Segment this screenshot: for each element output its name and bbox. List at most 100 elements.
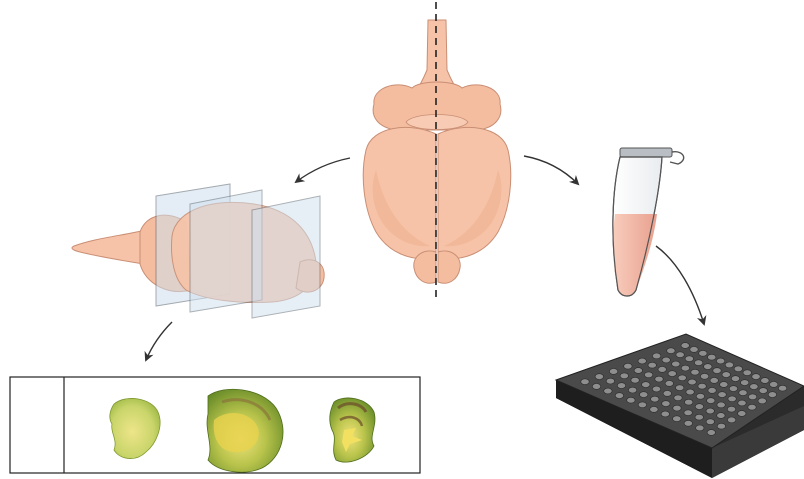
plate-well	[728, 396, 736, 402]
plate-well	[644, 372, 652, 378]
arrow-brain-to-tube	[524, 156, 578, 184]
arrow-sections-to-slide	[146, 322, 172, 360]
plate-well	[748, 394, 756, 400]
plate-well	[718, 392, 726, 398]
plate-well	[609, 369, 617, 375]
plate-well	[706, 408, 714, 414]
plate-well	[631, 377, 639, 383]
plate-well	[727, 417, 735, 423]
plate-well	[695, 414, 703, 420]
plate-well	[684, 420, 692, 426]
plate-well	[686, 389, 694, 395]
plate-well	[691, 369, 699, 375]
plate-well	[725, 362, 733, 368]
plate-well	[581, 379, 589, 385]
brain-sections-icon	[72, 184, 324, 318]
plate-well	[617, 383, 625, 389]
plate-well	[768, 392, 776, 398]
plate-well	[648, 362, 656, 368]
plate-well	[694, 360, 702, 366]
plate-well	[713, 368, 721, 374]
96-well-plate-icon	[556, 334, 804, 478]
plate-well	[628, 387, 636, 393]
plate-well	[696, 425, 704, 431]
plate-well	[655, 376, 663, 382]
plate-well	[638, 402, 646, 408]
plate-well	[708, 388, 716, 394]
plate-well	[650, 407, 658, 413]
plate-well	[684, 410, 692, 416]
plate-well	[707, 398, 715, 404]
plate-well	[652, 386, 660, 392]
plate-well	[685, 399, 693, 405]
plate-well	[663, 391, 671, 397]
plate-well	[676, 352, 684, 358]
plate-well	[640, 392, 648, 398]
plate-well	[738, 400, 746, 406]
plate-well	[748, 404, 756, 410]
plate-well	[592, 384, 600, 390]
plate-well	[627, 397, 635, 403]
plate-well	[651, 396, 659, 402]
plate-well	[652, 353, 660, 359]
plate-well	[731, 376, 739, 382]
plate-well	[720, 382, 728, 388]
plate-well	[595, 374, 603, 380]
plate-well	[673, 416, 681, 422]
plate-well	[690, 347, 698, 353]
plate-well	[672, 361, 680, 367]
plate-well	[620, 373, 628, 379]
plate-well	[658, 367, 666, 373]
plate-well	[638, 358, 646, 364]
plate-well	[717, 423, 725, 429]
plate-well	[667, 348, 675, 354]
plate-well	[676, 385, 684, 391]
plate-well	[615, 393, 623, 399]
plate-well	[662, 401, 670, 407]
plate-well	[729, 386, 737, 392]
plate-well	[665, 381, 673, 387]
plate-well	[606, 378, 614, 384]
plate-well	[761, 378, 769, 384]
plate-well	[770, 382, 778, 388]
plate-well	[727, 406, 735, 412]
plate-well	[698, 383, 706, 389]
plate-well	[738, 411, 746, 417]
plate-well	[722, 372, 730, 378]
plate-well	[695, 404, 703, 410]
plate-well	[661, 411, 669, 417]
plate-well	[700, 373, 708, 379]
plate-well	[758, 398, 766, 404]
plate-well	[710, 378, 718, 384]
plate-well	[674, 395, 682, 401]
plate-well	[634, 368, 642, 374]
slide-icon	[10, 377, 420, 473]
plate-well	[778, 385, 786, 391]
plate-well	[743, 370, 751, 376]
plate-well	[717, 402, 725, 408]
plate-well	[681, 365, 689, 371]
plate-well	[706, 419, 714, 425]
plate-well	[678, 375, 686, 381]
plate-well	[734, 366, 742, 372]
plate-well	[604, 388, 612, 394]
plate-well	[716, 358, 724, 364]
plate-well	[696, 393, 704, 399]
tube-icon	[613, 148, 684, 296]
plate-well	[662, 357, 670, 363]
plate-well	[685, 356, 693, 362]
plate-well	[642, 382, 650, 388]
plate-well	[707, 430, 715, 436]
plate-well	[624, 363, 632, 369]
plate-well	[699, 350, 707, 356]
plate-well	[759, 388, 767, 394]
arrow-tube-to-plate	[656, 246, 704, 324]
plate-well	[704, 364, 712, 370]
plate-well	[708, 354, 716, 360]
plate-well	[688, 379, 696, 385]
plate-well	[668, 371, 676, 377]
plate-well	[739, 390, 747, 396]
arrow-brain-to-sections	[296, 158, 350, 182]
plate-well	[681, 343, 689, 349]
